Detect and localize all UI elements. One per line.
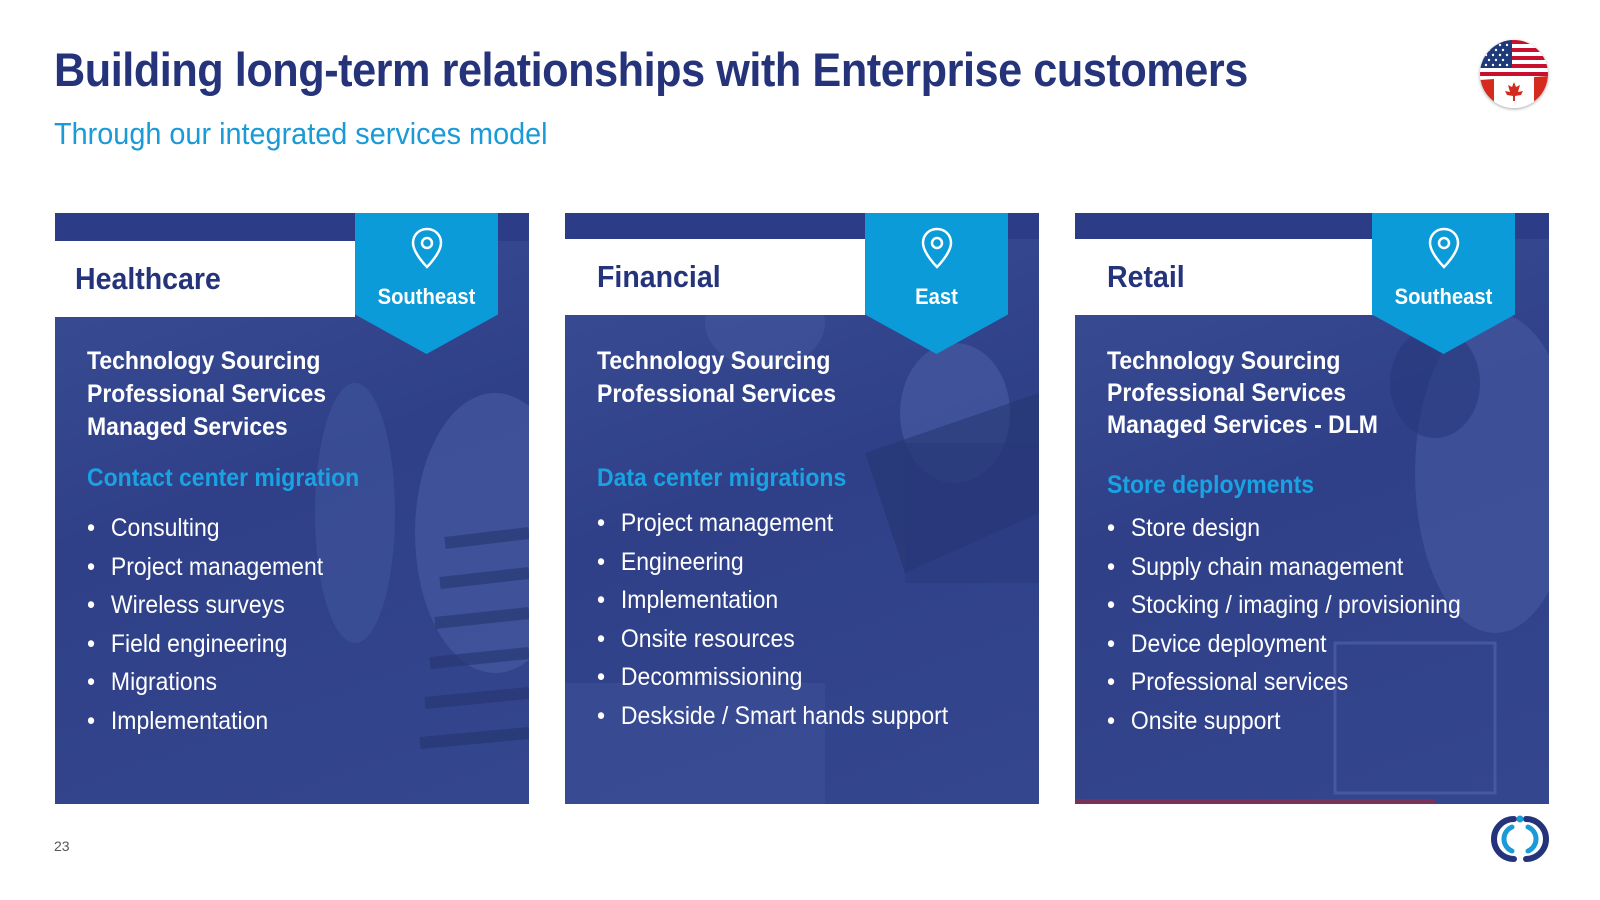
- service-line: Managed Services - DLM: [1107, 411, 1378, 439]
- location-pin-icon: [921, 227, 953, 269]
- list-item: Project management: [87, 548, 323, 587]
- highlight-heading: Contact center migration: [87, 464, 360, 492]
- location-pin-icon: [1428, 227, 1460, 269]
- industry-card-healthcare: Healthcare Southeast Technology Sourcing…: [55, 213, 529, 804]
- location-pin-icon: [411, 227, 443, 269]
- highlight-heading: Store deployments: [1107, 471, 1315, 499]
- service-line: Technology Sourcing: [1107, 347, 1341, 375]
- industry-header: Healthcare: [55, 241, 355, 317]
- service-lines: Technology Sourcing Professional Service…: [1107, 345, 1493, 441]
- service-line: Managed Services: [87, 413, 288, 441]
- slide-subtitle: Through our integrated services model: [54, 116, 548, 151]
- list-item: Store design: [1107, 509, 1461, 548]
- list-item: Decommissioning: [597, 658, 948, 697]
- list-item: Implementation: [597, 581, 948, 620]
- list-item: Supply chain management: [1107, 548, 1461, 587]
- industry-card-retail: Retail Southeast Technology Sourcing Pro…: [1075, 213, 1549, 804]
- list-item: Device deployment: [1107, 625, 1461, 664]
- list-item: Onsite resources: [597, 620, 948, 659]
- list-item: Wireless surveys: [87, 586, 323, 625]
- company-logo-icon: [1488, 813, 1552, 870]
- region-label: East: [915, 284, 958, 309]
- list-item: Field engineering: [87, 625, 323, 664]
- list-item: Implementation: [87, 702, 323, 741]
- list-item: Deskside / Smart hands support: [597, 697, 948, 736]
- list-item: Migrations: [87, 663, 323, 702]
- industry-name: Healthcare: [75, 261, 221, 296]
- background-photo: [565, 213, 1039, 804]
- highlight-heading: Data center migrations: [597, 464, 847, 492]
- region-label: Southeast: [1394, 284, 1493, 309]
- industry-header: Financial: [565, 239, 865, 315]
- service-lines: Technology Sourcing Professional Service…: [87, 345, 473, 444]
- page-number: 23: [54, 838, 70, 854]
- industry-card-financial: Financial East Technology Sourcing Profe…: [565, 213, 1039, 804]
- list-item: Professional services: [1107, 663, 1461, 702]
- list-item: Engineering: [597, 543, 948, 582]
- list-item: Onsite support: [1107, 702, 1461, 741]
- list-item: Stocking / imaging / provisioning: [1107, 586, 1461, 625]
- list-item: Consulting: [87, 509, 323, 548]
- industry-header: Retail: [1075, 239, 1375, 315]
- service-line: Professional Services: [1107, 379, 1347, 407]
- bullet-list: Project management Engineering Implement…: [597, 504, 948, 736]
- industry-name: Retail: [1107, 259, 1185, 294]
- slide-title: Building long-term relationships with En…: [54, 43, 1248, 96]
- bullet-list: Store design Supply chain management Sto…: [1107, 509, 1461, 741]
- region-label: Southeast: [377, 284, 476, 309]
- service-line: Professional Services: [87, 380, 327, 408]
- industry-name: Financial: [597, 259, 721, 294]
- us-canada-flag-icon: [1480, 40, 1548, 108]
- service-line: Professional Services: [597, 380, 837, 408]
- service-lines: Technology Sourcing Professional Service…: [597, 345, 983, 411]
- list-item: Project management: [597, 504, 948, 543]
- bullet-list: Consulting Project management Wireless s…: [87, 509, 323, 741]
- service-line: Technology Sourcing: [597, 347, 831, 375]
- service-line: Technology Sourcing: [87, 347, 321, 375]
- background-photo: [55, 213, 529, 749]
